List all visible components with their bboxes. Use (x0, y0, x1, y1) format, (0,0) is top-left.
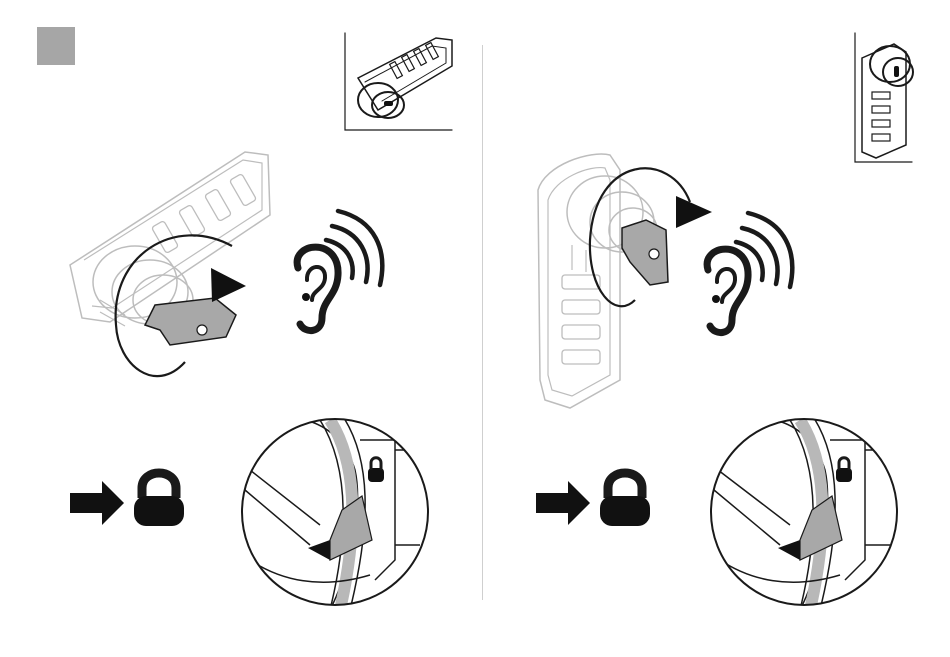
horizontal-lock-thumbnail (345, 33, 452, 130)
right-arrow-icon (536, 481, 590, 525)
ear-sound-icon (707, 213, 792, 333)
right-panel (536, 33, 913, 610)
lock-detail-magnifier (242, 418, 428, 610)
padlock-icon (134, 473, 184, 526)
left-panel (70, 33, 452, 610)
key-icon (622, 220, 668, 285)
key-icon (145, 298, 236, 345)
lock-detail-magnifier (711, 418, 897, 610)
vertical-lock-thumbnail (855, 33, 913, 162)
right-arrow-icon (70, 481, 124, 525)
vertical-combination-lock (538, 154, 657, 408)
padlock-icon (600, 473, 650, 526)
ear-sound-icon (297, 211, 382, 331)
